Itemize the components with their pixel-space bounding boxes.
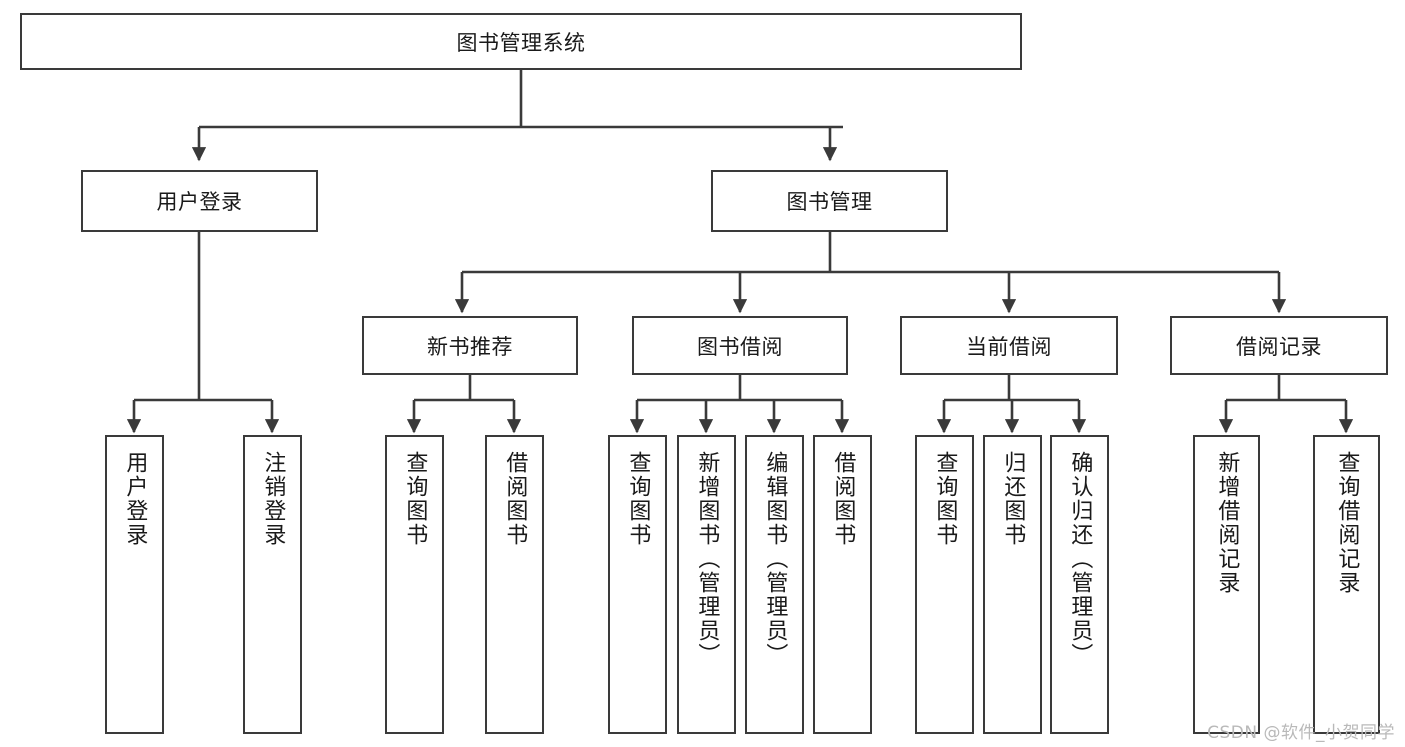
node-current-borrow[interactable]: 当前借阅 (900, 316, 1118, 375)
node-leaf-query-record-label: 查询借阅记录 (1334, 451, 1360, 595)
node-leaf-add-book-label: 新增图书（管理员） (694, 451, 720, 667)
node-leaf-confirm-return-label: 确认归还（管理员） (1067, 451, 1093, 667)
node-leaf-borrow-book-1[interactable]: 借阅图书 (485, 435, 544, 734)
node-book-borrow-label: 图书借阅 (697, 334, 783, 359)
node-leaf-return-book[interactable]: 归还图书 (983, 435, 1042, 734)
node-leaf-query-book-2[interactable]: 查询图书 (608, 435, 667, 734)
node-borrow-record-label: 借阅记录 (1236, 334, 1322, 359)
node-leaf-query-book-3-label: 查询图书 (932, 451, 958, 547)
node-leaf-query-book-3[interactable]: 查询图书 (915, 435, 974, 734)
node-leaf-query-record[interactable]: 查询借阅记录 (1313, 435, 1380, 734)
node-leaf-add-record-label: 新增借阅记录 (1214, 451, 1240, 595)
node-leaf-edit-book-label: 编辑图书（管理员） (762, 451, 788, 667)
node-leaf-borrow-book-2[interactable]: 借阅图书 (813, 435, 872, 734)
node-leaf-add-record[interactable]: 新增借阅记录 (1193, 435, 1260, 734)
node-leaf-user-login-label: 用户登录 (122, 451, 148, 547)
node-leaf-user-logout[interactable]: 注销登录 (243, 435, 302, 734)
node-leaf-query-book-1[interactable]: 查询图书 (385, 435, 444, 734)
node-book-borrow[interactable]: 图书借阅 (632, 316, 848, 375)
node-book-manage[interactable]: 图书管理 (711, 170, 948, 232)
node-leaf-user-logout-label: 注销登录 (260, 451, 286, 547)
node-borrow-record[interactable]: 借阅记录 (1170, 316, 1388, 375)
node-leaf-add-book[interactable]: 新增图书（管理员） (677, 435, 736, 734)
node-leaf-edit-book[interactable]: 编辑图书（管理员） (745, 435, 804, 734)
node-leaf-borrow-book-2-label: 借阅图书 (830, 451, 856, 547)
node-leaf-borrow-book-1-label: 借阅图书 (502, 451, 528, 547)
node-new-book-recommend-label: 新书推荐 (427, 334, 513, 359)
node-leaf-query-book-1-label: 查询图书 (402, 451, 428, 547)
node-book-manage-label: 图书管理 (786, 190, 873, 214)
node-leaf-query-book-2-label: 查询图书 (625, 451, 651, 547)
node-new-book-recommend[interactable]: 新书推荐 (362, 316, 578, 375)
node-user-login-label: 用户登录 (156, 190, 243, 214)
watermark: CSDN @软件_小贺同学 (1207, 723, 1395, 743)
node-root-label: 图书管理系统 (456, 30, 586, 55)
node-leaf-return-book-label: 归还图书 (1000, 451, 1026, 547)
node-root[interactable]: 图书管理系统 (20, 13, 1022, 70)
node-user-login[interactable]: 用户登录 (81, 170, 318, 232)
node-leaf-user-login[interactable]: 用户登录 (105, 435, 164, 734)
node-current-borrow-label: 当前借阅 (966, 334, 1052, 359)
node-leaf-confirm-return[interactable]: 确认归还（管理员） (1050, 435, 1109, 734)
